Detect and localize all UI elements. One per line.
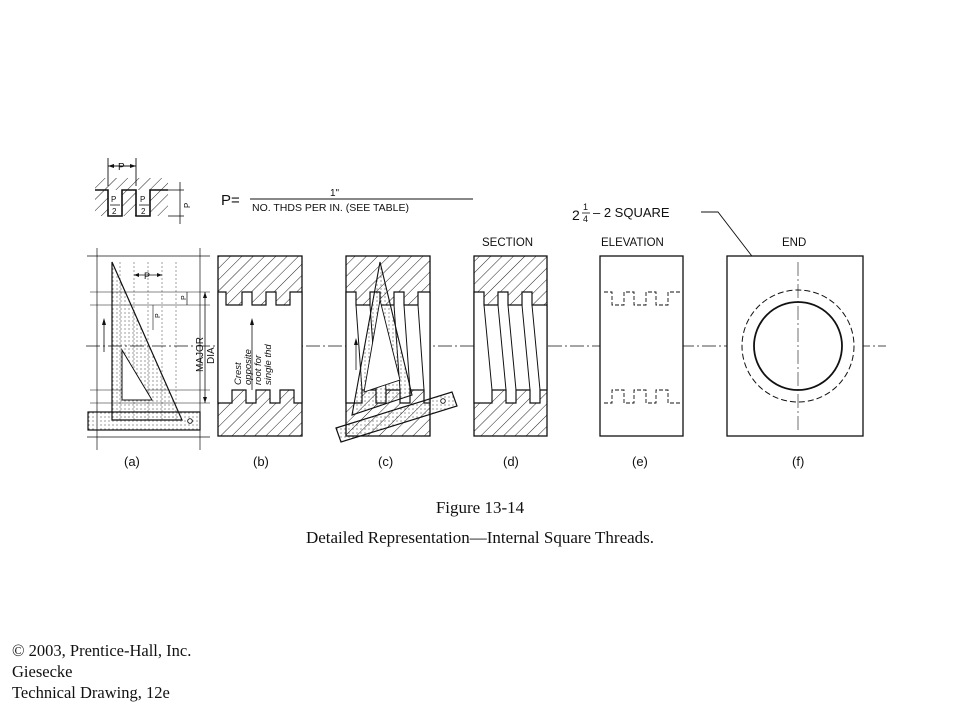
credit-author: Giesecke <box>12 662 73 681</box>
header-elevation: ELEVATION <box>601 237 664 249</box>
half-pitch-den: 2 <box>112 207 117 216</box>
view-f-end <box>726 255 864 437</box>
header-end: END <box>782 237 806 249</box>
spec-frac-den: 4 <box>583 214 588 224</box>
label-c: (c) <box>378 454 393 469</box>
credit-book: Technical Drawing, 12e <box>12 683 170 702</box>
credits-block: © 2003, Prentice-Hall, Inc. Giesecke Tec… <box>12 640 191 703</box>
view-c-helix-layout <box>335 255 458 443</box>
pitch-label: P <box>118 162 125 173</box>
header-section: SECTION <box>482 237 533 249</box>
spec-frac-num: 1 <box>583 202 588 212</box>
figure-title: Detailed Representation—Internal Square … <box>305 528 655 547</box>
half-pitch-label: P <box>111 195 116 204</box>
view-d-section <box>473 255 548 437</box>
depth-label: P <box>183 203 192 208</box>
crest-note-l3: root for <box>253 354 264 385</box>
label-f: (f) <box>792 454 804 469</box>
major-dia-line-1: MAJOR <box>195 337 206 372</box>
crest-note-l1: Crest <box>233 362 244 385</box>
a-pitch-label: P <box>144 271 150 281</box>
a-dim-p2-label: P <box>155 313 162 318</box>
formula-lhs: P= <box>221 192 240 209</box>
view-a-layout: P P P MAJOR DIA <box>87 248 217 450</box>
half-pitch-label-2: P <box>140 195 145 204</box>
view-b-thread-layout: Crest opposite root for single thd <box>217 255 303 437</box>
spec-whole: 2 <box>572 207 580 223</box>
half-pitch-den-2: 2 <box>141 207 146 216</box>
formula-denominator: NO. THDS PER IN. (SEE TABLE) <box>252 202 409 214</box>
figure-number: Figure 13-14 <box>435 498 525 517</box>
view-e-elevation <box>599 255 684 437</box>
credit-copyright: © 2003, Prentice-Hall, Inc. <box>12 641 192 660</box>
label-b: (b) <box>253 454 269 469</box>
major-dia-line-2: DIA <box>206 347 217 364</box>
formula-numerator: 1" <box>330 188 340 199</box>
label-e: (e) <box>632 454 648 469</box>
label-a: (a) <box>124 454 140 469</box>
spec-rest: – 2 SQUARE <box>593 205 670 220</box>
crest-note-l2: opposite <box>243 349 254 385</box>
label-d: (d) <box>503 454 519 469</box>
pitch-formula: P= 1" NO. THDS PER IN. (SEE TABLE) <box>221 188 473 214</box>
thread-profile-sketch: P P 2 P 2 P <box>95 158 192 224</box>
a-dim-p-label: P <box>181 295 188 300</box>
crest-note-l4: single thd <box>263 344 274 385</box>
